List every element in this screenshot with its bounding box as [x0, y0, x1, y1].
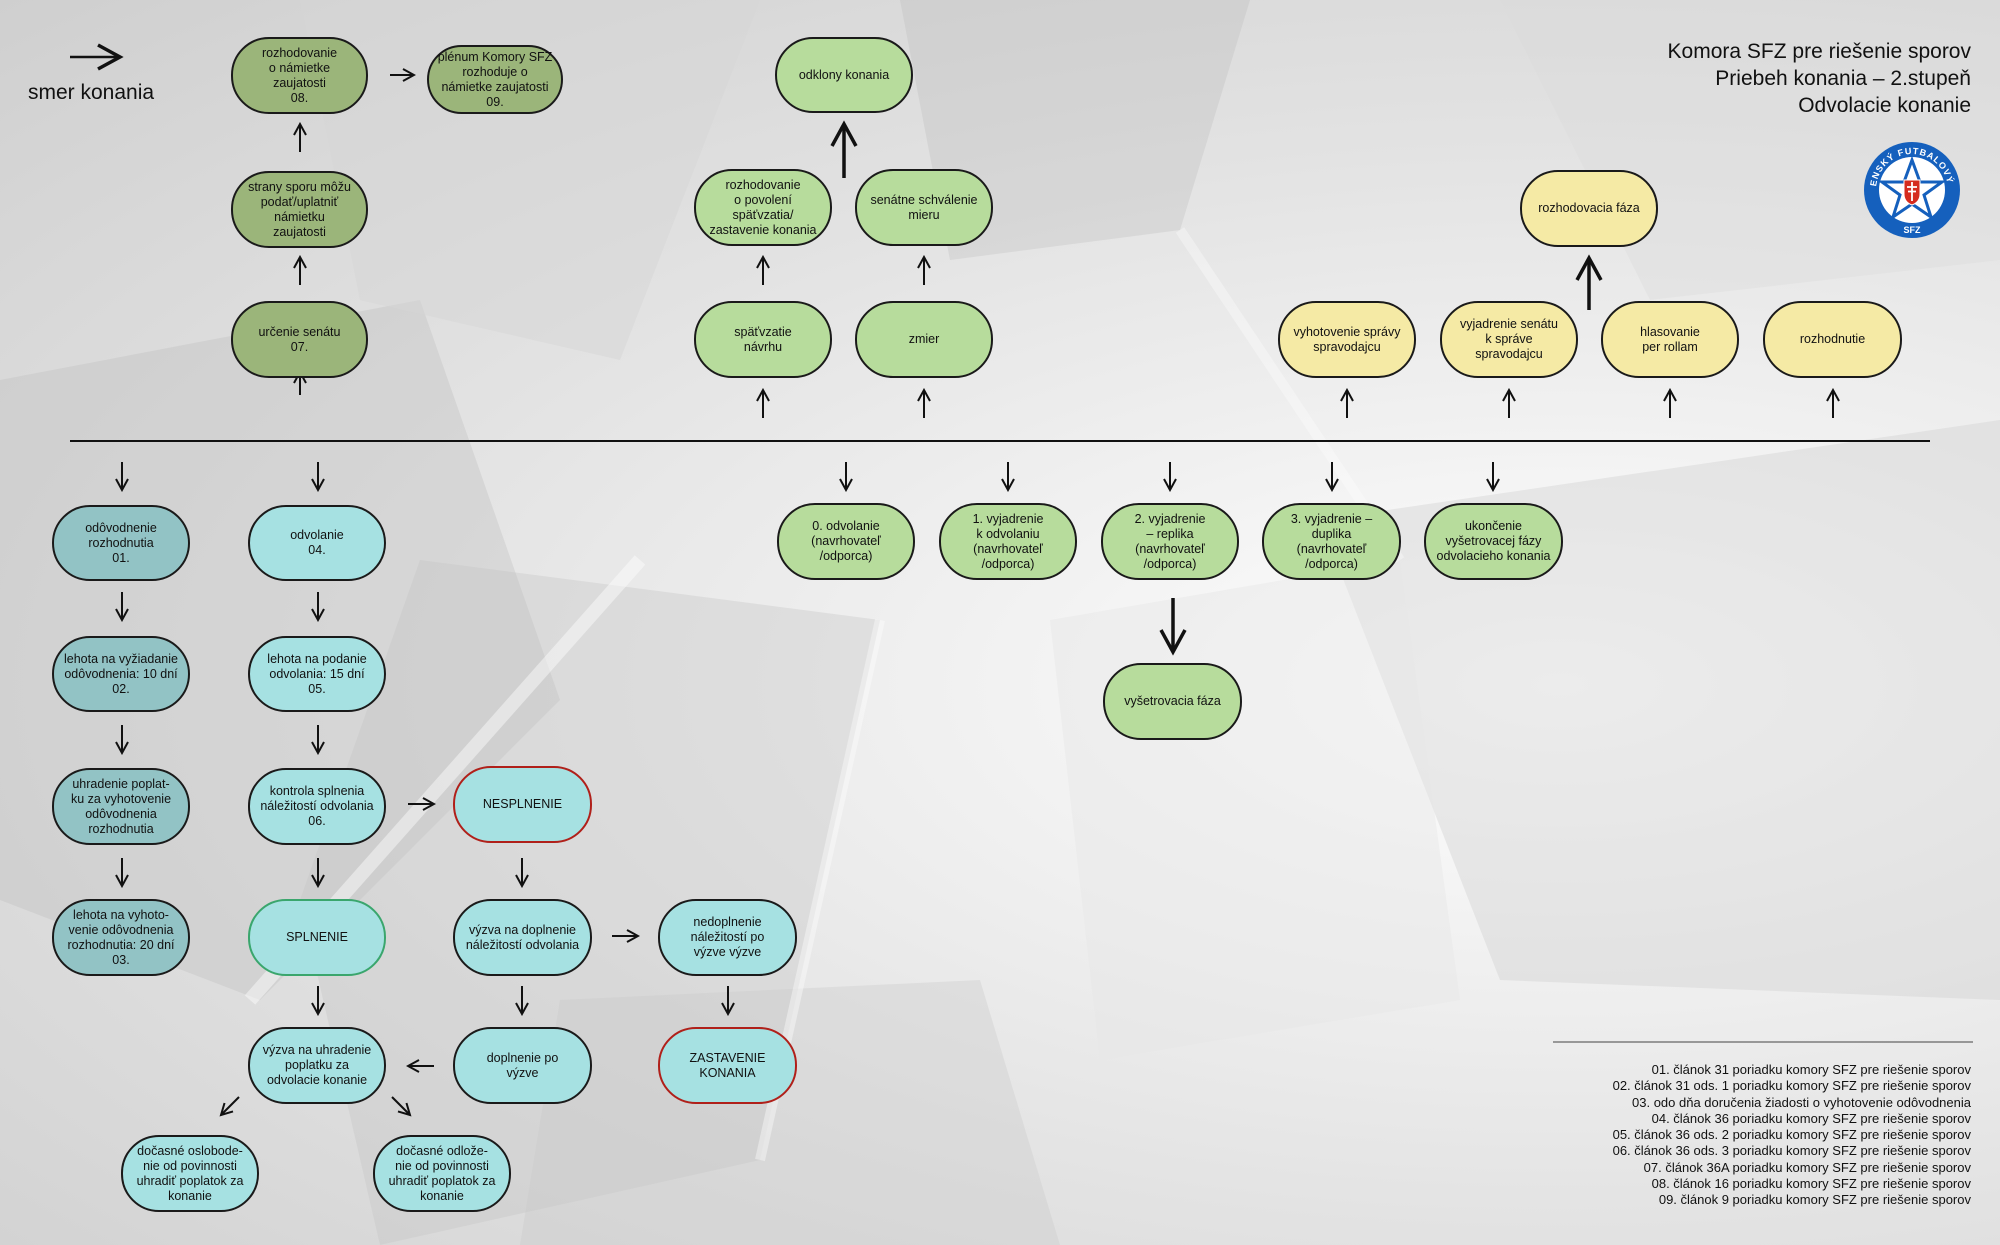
- node-schvalenie-mieru: senátne schválenie mieru: [855, 169, 993, 246]
- node-lehota-vyhotovenie: lehota na vyhoto- venie odôvodnenia rozh…: [52, 899, 190, 976]
- node-odvolanie-0: 0. odvolanie (navrhovateľ /odporca): [777, 503, 915, 580]
- node-plenum-komory: plénum Komory SFZ rozhoduje o námietke z…: [427, 45, 563, 114]
- node-vyjadrenie-2: 2. vyjadrenie – replika (navrhovateľ /od…: [1101, 503, 1239, 580]
- node-vyjadrenie-3: 3. vyjadrenie – duplika (navrhovateľ /od…: [1262, 503, 1401, 580]
- node-odovodnenie-rozhodnutia: odôvodnenie rozhodnutia 01.: [52, 505, 190, 581]
- footnote: 08. článok 16 poriadku komory SFZ pre ri…: [1651, 1176, 1971, 1192]
- footnote: 01. článok 31 poriadku komory SFZ pre ri…: [1651, 1062, 1971, 1077]
- node-rozhodovacia-faza: rozhodovacia fáza: [1520, 170, 1658, 247]
- footnote: 02. článok 31 ods. 1 poriadku komory SFZ…: [1612, 1078, 1971, 1094]
- node-strany-sporu: strany sporu môžu podať/uplatniť námietk…: [231, 171, 368, 248]
- footnote: 06. článok 36 ods. 3 poriadku komory SFZ…: [1612, 1143, 1971, 1159]
- direction-legend-label: smer konania: [28, 81, 155, 104]
- footnote: 09. článok 9 poriadku komory SFZ pre rie…: [1658, 1192, 1971, 1208]
- node-rozhodnutie: rozhodnutie: [1763, 301, 1902, 378]
- svg-text:SFZ: SFZ: [1904, 225, 1922, 235]
- title-line-3: Odvolacie konanie: [1798, 94, 1971, 117]
- node-vyhotovenie-spravy: vyhotovenie správy spravodajcu: [1278, 301, 1416, 378]
- node-rozhodovanie-namietka: rozhodovanie o námietke zaujatosti 08.: [231, 37, 368, 114]
- node-povolenie-spatvzatia: rozhodovanie o povolení späťvzatia/ zast…: [694, 169, 832, 246]
- node-lehota-vyziadanie: lehota na vyžiadanie odôvodnenia: 10 dní…: [52, 636, 190, 712]
- footnote: 07. článok 36A poriadku komory SFZ pre r…: [1643, 1159, 1971, 1175]
- node-doplnenie-po-vyzve: doplnenie po výzve: [453, 1027, 592, 1104]
- footnote: 04. článok 36 poriadku komory SFZ pre ri…: [1651, 1110, 1971, 1126]
- title-line-2: Priebeh konania – 2.stupeň: [1715, 67, 1971, 90]
- footnote: 05. článok 36 ods. 2 poriadku komory SFZ…: [1612, 1127, 1971, 1143]
- node-urcenie-senatu: určenie senátu 07.: [231, 301, 368, 378]
- node-zastavenie-konania: ZASTAVENIE KONANIA: [658, 1027, 797, 1104]
- node-docasne-oslobodenie: dočasné oslobode- nie od povinnosti uhra…: [121, 1135, 259, 1212]
- node-odklony-konania: odklony konania: [775, 37, 913, 113]
- node-spatvzatie-navrhu: späťvzatie návrhu: [694, 301, 832, 378]
- footnote: 03. odo dňa doručenia žiadosti o vyhotov…: [1632, 1094, 1971, 1110]
- title-line-1: Komora SFZ pre riešenie sporov: [1667, 40, 1971, 63]
- node-hlasovanie: hlasovanie per rollam: [1601, 301, 1739, 378]
- sfz-logo-icon: SLOVENSKÝ FUTBALOVÝ ZVÄZ SFZ: [1862, 140, 1960, 238]
- node-vyjadrenie-1: 1. vyjadrenie k odvolaniu (navrhovateľ /…: [939, 503, 1077, 580]
- node-vyjadrenie-senatu: vyjadrenie senátu k správe spravodajcu: [1440, 301, 1578, 378]
- node-odvolanie: odvolanie 04.: [248, 505, 386, 581]
- node-splnenie: SPLNENIE: [248, 899, 386, 976]
- notes-divider: [1553, 1041, 1973, 1043]
- node-vysetrovacia-faza: vyšetrovacia fáza: [1103, 663, 1242, 740]
- node-vyzva-doplnenie: výzva na doplnenie náležitostí odvolania: [453, 899, 592, 976]
- node-vyzva-uhradenie: výzva na uhradenie poplatku za odvolacie…: [248, 1027, 386, 1104]
- node-lehota-podanie: lehota na podanie odvolania: 15 dní 05.: [248, 636, 386, 712]
- footnotes: 01. článok 31 poriadku komory SFZ pre ri…: [1613, 1062, 1971, 1209]
- node-nesplnenie: NESPLNENIE: [453, 766, 592, 843]
- node-kontrola-splnenia: kontrola splnenia náležitostí odvolania …: [248, 768, 386, 845]
- node-uhradenie-poplatku: uhradenie poplat- ku za vyhotovenie odôv…: [52, 768, 190, 845]
- node-zmier: zmier: [855, 301, 993, 378]
- page-title: Komora SFZ pre riešenie sporov Priebeh k…: [1668, 38, 1971, 119]
- node-ukoncenie-vysetrovacej: ukončenie vyšetrovacej fázy odvolacieho …: [1424, 503, 1563, 580]
- node-docasne-odlozenie: dočasné odlože- nie od povinnosti uhradi…: [373, 1135, 511, 1212]
- node-nedoplnenie: nedoplnenie náležitostí po výzve výzve: [658, 899, 797, 976]
